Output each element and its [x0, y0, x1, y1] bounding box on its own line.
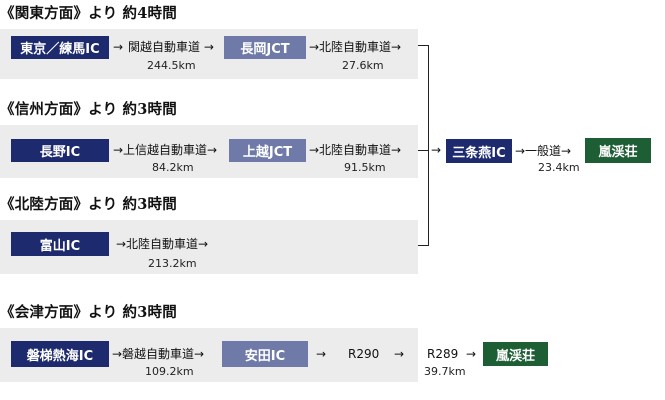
aizu-road-r289: R289: [427, 347, 459, 361]
kanto-road2: →北陸自動車道→: [309, 40, 402, 54]
kanto-dist1: 244.5km: [147, 59, 196, 72]
rankeiso-dest-box: 嵐渓荘: [585, 138, 651, 163]
merge-dist: 23.4km: [538, 161, 580, 174]
kanto-dist2: 27.6km: [342, 59, 384, 72]
yasuda-ic-box: 安田IC: [222, 341, 308, 367]
aizu-arrow4: →: [466, 347, 477, 361]
merge-arrow-in: →: [431, 143, 442, 157]
aizu-dest-box: 嵐渓荘: [483, 342, 548, 366]
aizu-heading: 《会津方面》より 約3時間: [0, 304, 177, 321]
kanto-start-box: 東京／練馬IC: [11, 36, 109, 59]
kanto-arrow1: →: [113, 40, 124, 54]
merge-road: →一般道→: [515, 144, 572, 158]
shinshu-heading: 《信州方面》より 約3時間: [0, 101, 177, 118]
shinshu-dist1: 84.2km: [152, 161, 194, 174]
aizu-road1: →磐越自動車道→: [112, 347, 205, 361]
hokuriku-road1: →北陸自動車道→: [116, 237, 209, 251]
aizu-road-r290: R290: [348, 347, 380, 361]
aizu-dist1: 109.2km: [145, 365, 194, 378]
shinshu-dist2: 91.5km: [344, 161, 386, 174]
merge-bottom-tick: [418, 245, 429, 246]
aizu-arrow3: →: [394, 347, 405, 361]
hokuriku-dist1: 213.2km: [148, 257, 197, 270]
shinshu-road1: →上信越自動車道→: [113, 143, 218, 157]
hokuriku-start-box: 富山IC: [11, 232, 109, 256]
aizu-start-box: 磐梯熱海IC: [11, 341, 109, 367]
hokuriku-heading: 《北陸方面》より 約3時間: [0, 196, 177, 213]
merge-top-tick: [418, 45, 429, 46]
aizu-dist3: 39.7km: [424, 365, 466, 378]
shinshu-start-box: 長野IC: [11, 139, 109, 162]
sanjo-tsubame-ic-box: 三条燕IC: [446, 139, 512, 163]
kanto-heading: 《関東方面》より 約4時間: [0, 5, 177, 22]
shinshu-jct-box: 上越JCT: [229, 139, 306, 162]
kanto-road1: 関越自動車道 →: [128, 40, 214, 54]
kanto-jct-box: 長岡JCT: [224, 36, 306, 59]
merge-mid-tick: [418, 150, 429, 151]
aizu-arrow2: →: [316, 347, 327, 361]
merge-vertical-line: [428, 45, 429, 246]
shinshu-road2: →北陸自動車道→: [309, 143, 402, 157]
